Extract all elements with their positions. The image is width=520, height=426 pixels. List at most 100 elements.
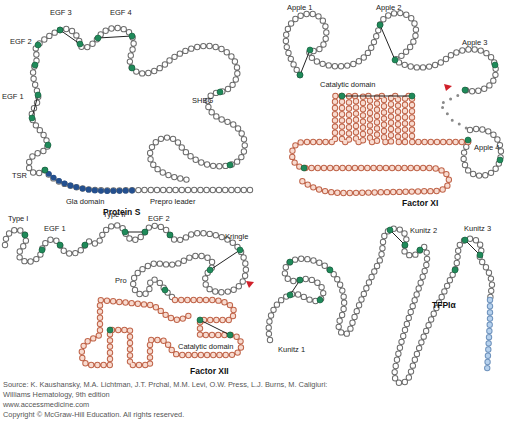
source-note: www.accessmedicine.com (3, 400, 89, 410)
bead-chain (464, 129, 501, 176)
cysteine-dot (142, 229, 148, 235)
cysteine-dot (129, 33, 135, 39)
cysteine-dot (122, 229, 128, 235)
cysteine-dot (57, 242, 63, 248)
catalytic-chain (292, 96, 468, 193)
domain-label: Kringle (225, 232, 248, 241)
cysteine-dot (297, 277, 303, 283)
cysteine-dot (462, 87, 468, 93)
cysteine-dot (287, 292, 293, 298)
cysteine-dot (162, 287, 168, 293)
bead-chain (29, 28, 250, 191)
domain-label: Catalytic domain (178, 342, 233, 351)
disulfide-bond (60, 30, 80, 44)
cysteine-dot (492, 62, 498, 68)
disulfide-bond (300, 50, 310, 75)
cysteine-dot (377, 22, 383, 28)
cysteine-dot (327, 267, 333, 273)
basic-tail-chain (487, 300, 490, 372)
cysteine-dot (35, 42, 41, 48)
cysteine-dot (227, 162, 233, 168)
cysteine-dot (42, 167, 48, 173)
domain-label: Apple 2 (376, 3, 401, 12)
cleavage-arrow (246, 281, 254, 288)
cysteine-dot (22, 232, 28, 238)
domain-label: Apple 4 (474, 143, 499, 152)
panel-title: TFPIα (432, 300, 456, 310)
disulfide-bond (380, 25, 395, 60)
panel-title: Factor XII (190, 366, 229, 376)
domain-label: EGF 4 (110, 8, 132, 17)
bead-chain (269, 229, 492, 384)
cysteine-dot (402, 242, 408, 248)
cysteine-dot (339, 93, 345, 99)
domain-label: TSR (12, 171, 27, 180)
bead-chain (5, 225, 246, 300)
disulfide-bond (210, 250, 240, 270)
cysteine-dot (77, 41, 83, 47)
domain-label: Pro (115, 276, 127, 285)
domain-label: Catalytic domain (320, 80, 375, 89)
cysteine-dot (301, 165, 307, 171)
source-caption: Source: K. Kaushansky, M.A. Lichtman, J.… (3, 380, 331, 400)
cysteine-dot (217, 89, 223, 95)
catalytic-chain (82, 300, 242, 365)
cysteine-dot (129, 65, 135, 71)
cysteine-dot (167, 232, 173, 238)
cysteine-dot (409, 93, 415, 99)
domain-label: EGF 2 (10, 37, 32, 46)
cysteine-dot (107, 327, 113, 333)
catalytic-chain (82, 300, 242, 365)
cysteine-dot (45, 142, 51, 148)
bead-chain (5, 225, 246, 300)
cysteine-dot (227, 332, 233, 338)
bead-chain (464, 129, 501, 176)
cysteine-dot (452, 267, 458, 273)
domain-label: EGF 2 (148, 214, 170, 223)
disulfide-bond (98, 36, 132, 38)
cysteine-dot (497, 157, 503, 163)
basic-tail-chain (487, 300, 490, 372)
cysteine-dot (465, 137, 471, 143)
domain-label: SHBG (192, 96, 213, 105)
cysteine-dot (317, 297, 323, 303)
cysteine-dot (307, 47, 313, 53)
domain-label: EGF 3 (50, 8, 72, 17)
domain-label: Kunitz 1 (278, 345, 305, 354)
cysteine-dot (477, 252, 483, 258)
cysteine-dot (197, 317, 203, 323)
disulfide-bond (32, 95, 38, 118)
cysteine-dot (39, 247, 45, 253)
cysteine-dot (82, 242, 88, 248)
disulfide-bond (200, 320, 230, 335)
cysteine-dot (387, 227, 393, 233)
cysteine-residues (22, 22, 503, 338)
cysteine-dot (95, 35, 101, 41)
domain-label: Kunitz 2 (410, 226, 437, 235)
catalytic-chain (292, 96, 468, 193)
cysteine-dot (287, 259, 293, 265)
cysteine-dot (35, 92, 41, 98)
bead-chain (286, 13, 496, 91)
domain-label: Apple 3 (462, 38, 487, 47)
disulfide-bonds (32, 25, 480, 335)
bead-chain (286, 13, 496, 91)
domain-label: Gla domain (66, 197, 104, 206)
domain-label: Apple 1 (287, 3, 312, 12)
cysteine-dot (57, 27, 63, 33)
gla-beads (45, 170, 132, 191)
bead-chain (269, 229, 492, 384)
panel-title: Factor XI (402, 198, 438, 208)
domain-label: Type II (103, 210, 126, 219)
domain-label: Kunitz 3 (464, 224, 491, 233)
disulfide-bond (342, 96, 412, 97)
dotted-chain (440, 92, 470, 130)
cleavage-arrow (444, 84, 452, 91)
domain-label: EGF 1 (44, 224, 66, 233)
cysteine-dot (237, 247, 243, 253)
cysteine-dot (297, 72, 303, 78)
domain-label: EGF 1 (2, 92, 24, 101)
cysteine-dot (32, 62, 38, 68)
source-note: Copyright © McGraw-Hill Education. All r… (3, 410, 184, 420)
